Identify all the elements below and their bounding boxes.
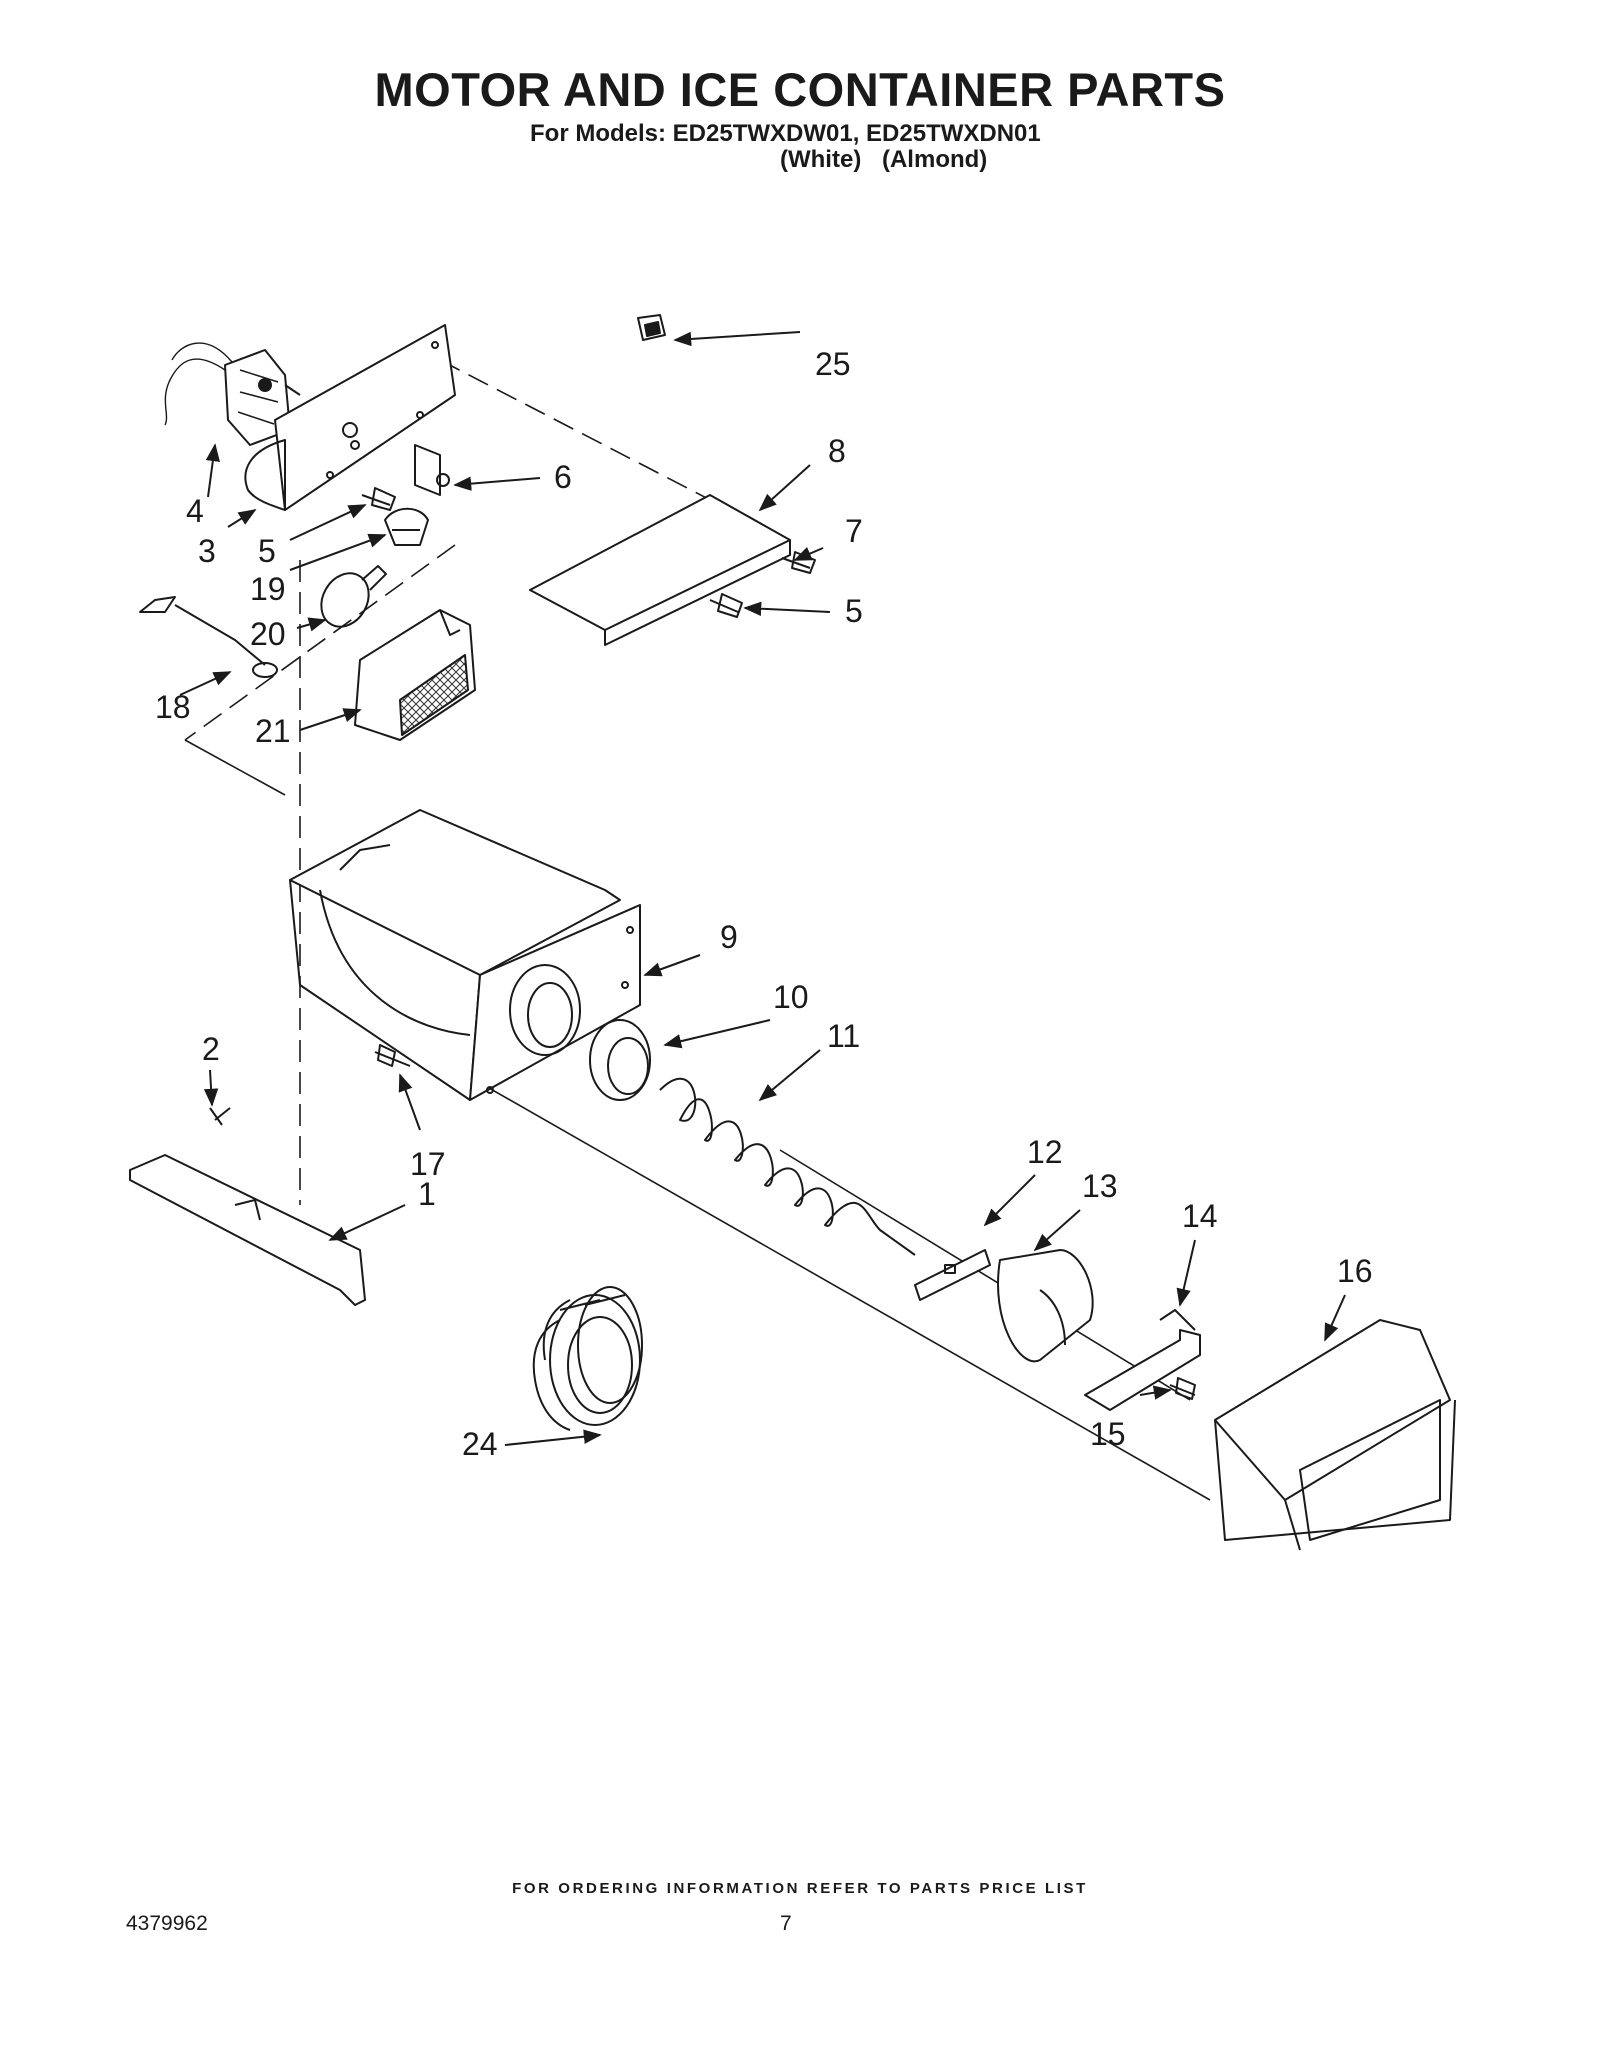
callout-labels: 1 2 3 4 5 5 6 7 8 9 10 11 12 13 14 15 16… xyxy=(155,346,1373,1462)
callout-17: 17 xyxy=(410,1146,446,1182)
switch-part xyxy=(637,314,666,341)
callout-8: 8 xyxy=(828,433,846,469)
assembly-lines xyxy=(184,359,721,1205)
callout-13: 13 xyxy=(1082,1168,1118,1204)
callout-21: 21 xyxy=(255,713,291,749)
callout-5b: 5 xyxy=(845,593,863,629)
light-shield-part xyxy=(354,609,476,741)
callout-2: 2 xyxy=(202,1031,220,1067)
wire-harness-part xyxy=(139,596,278,678)
document-number: 4379962 xyxy=(126,1912,208,1935)
callout-11: 11 xyxy=(827,1018,860,1054)
crusher-blade-part xyxy=(914,1249,991,1301)
auger-part xyxy=(659,1077,916,1256)
crusher-bracket-part xyxy=(1084,1309,1201,1411)
callout-15: 15 xyxy=(1090,1416,1126,1452)
callout-24: 24 xyxy=(462,1426,498,1462)
callout-5a: 5 xyxy=(258,533,276,569)
callout-10: 10 xyxy=(773,979,809,1015)
callout-6: 6 xyxy=(554,459,572,495)
lamp-socket-part xyxy=(384,507,429,546)
bushing-part xyxy=(589,1019,651,1101)
reference-lines xyxy=(184,739,1211,1501)
models-line: For Models: ED25TWXDW01, ED25TWXDN01 xyxy=(530,120,1041,147)
callout-4: 4 xyxy=(186,493,204,529)
callout-3: 3 xyxy=(198,533,216,569)
screws xyxy=(209,487,1196,1400)
variant-almond: (Almond) xyxy=(881,146,988,173)
variant-white: (White) xyxy=(780,146,862,173)
bearing-part xyxy=(532,1286,643,1431)
model-variants: (White) (Almond) xyxy=(780,146,987,174)
bracket-part xyxy=(414,444,450,496)
mounting-plate-part xyxy=(244,324,456,511)
callout-arrows xyxy=(179,331,1346,1446)
callout-18: 18 xyxy=(155,689,191,725)
callout-9: 9 xyxy=(720,919,738,955)
callout-25: 25 xyxy=(815,346,851,382)
drip-tray-part xyxy=(129,1154,366,1306)
ice-container-part xyxy=(289,809,641,1101)
callout-14: 14 xyxy=(1182,1198,1218,1234)
ordering-note: FOR ORDERING INFORMATION REFER TO PARTS … xyxy=(512,1880,1088,1897)
callout-1: 1 xyxy=(418,1176,436,1212)
spacer-part xyxy=(997,1249,1094,1363)
light-bulb-part xyxy=(320,565,387,628)
callout-20: 20 xyxy=(250,616,286,652)
callout-7: 7 xyxy=(845,513,863,549)
page-title: MOTOR AND ICE CONTAINER PARTS xyxy=(374,63,1226,116)
dispenser-housing-part xyxy=(1214,1319,1456,1551)
cover-plate-part xyxy=(529,494,791,646)
callout-19: 19 xyxy=(250,571,286,607)
callout-16: 16 xyxy=(1337,1253,1373,1289)
page-number: 7 xyxy=(780,1912,792,1935)
callout-12: 12 xyxy=(1027,1134,1063,1170)
